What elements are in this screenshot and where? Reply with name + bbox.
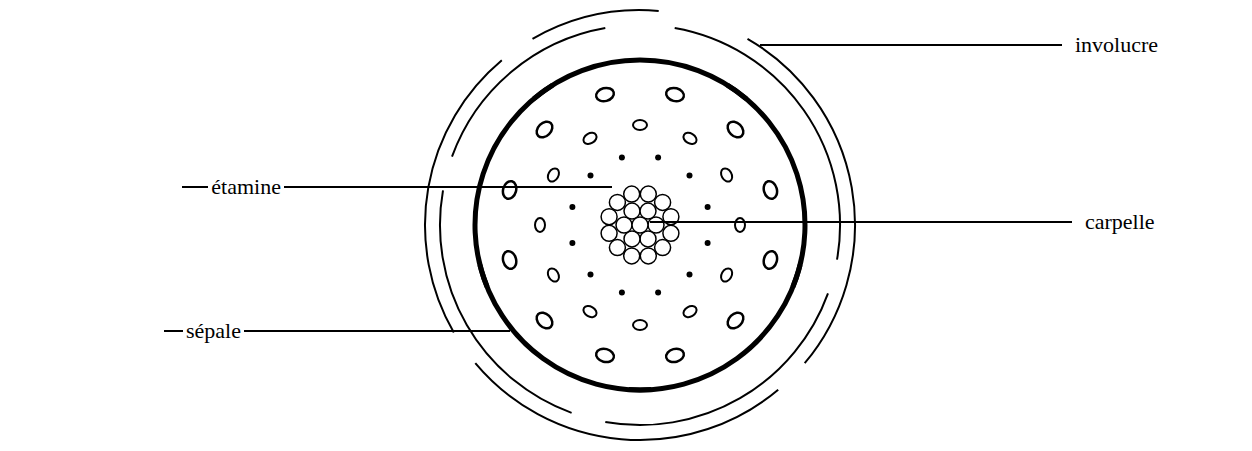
stamens-inner [535,120,745,330]
part-label: sépale [183,320,244,342]
involucre-arcs [425,10,855,440]
sepal-arcs [475,60,805,390]
part-label: étamine [208,176,284,198]
stamens-outer [501,86,779,364]
part-label: carpelle [1082,211,1158,233]
part-label: involucre [1072,34,1161,56]
carpels [601,186,679,264]
stamen-dots [569,154,710,295]
leader-lines [164,45,1072,331]
